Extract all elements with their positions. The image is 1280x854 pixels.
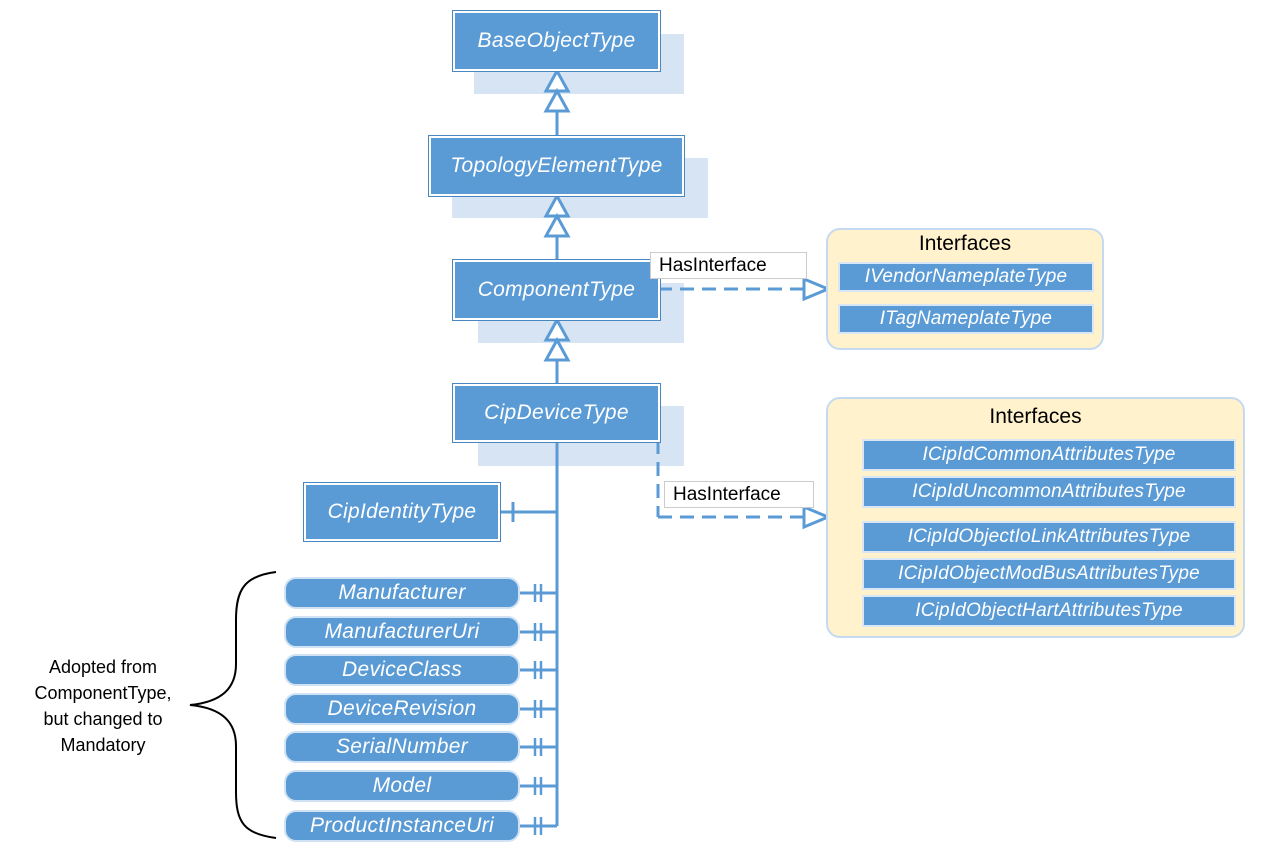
interface-icip-id-common-attributes-type[interactable]: ICipIdCommonAttributesType xyxy=(862,439,1236,471)
mandatory-note-line-1: Adopted from xyxy=(48,657,158,677)
mandatory-note-line-2: ComponentType, xyxy=(34,683,172,703)
interface-ivendor-nameplate-type[interactable]: IVendorNameplateType xyxy=(838,262,1094,292)
component-type-node[interactable]: ComponentType xyxy=(453,260,660,320)
topology-element-type-node[interactable]: TopologyElementType xyxy=(429,136,684,196)
interface-icip-id-object-hart-attributes-type[interactable]: ICipIdObjectHartAttributesType xyxy=(862,595,1236,627)
property-manufacturer-uri[interactable]: ManufacturerUri xyxy=(284,616,520,648)
interfaces-panel-bottom: Interfaces ICipIdCommonAttributesType IC… xyxy=(826,397,1245,638)
interfaces-panel-top-title: Interfaces xyxy=(918,232,1012,255)
property-serial-number[interactable]: SerialNumber xyxy=(284,731,520,763)
property-manufacturer[interactable]: Manufacturer xyxy=(284,577,520,609)
has-interface-label-bottom: HasInterface xyxy=(664,481,814,508)
mandatory-note: Adopted from ComponentType, but changed … xyxy=(18,654,188,758)
has-interface-label-top: HasInterface xyxy=(650,252,807,279)
cip-identity-type-node[interactable]: CipIdentityType xyxy=(304,483,500,541)
property-model[interactable]: Model xyxy=(284,770,520,802)
interfaces-panel-top: Interfaces IVendorNameplateType ITagName… xyxy=(826,228,1104,350)
interfaces-panel-bottom-title: Interfaces xyxy=(989,405,1082,428)
interface-icip-id-uncommon-attributes-type[interactable]: ICipIdUncommonAttributesType xyxy=(862,476,1236,508)
cip-device-type-node[interactable]: CipDeviceType xyxy=(453,384,660,442)
mandatory-note-line-4: Mandatory xyxy=(60,735,146,755)
interface-icip-id-object-mod-bus-attributes-type[interactable]: ICipIdObjectModBusAttributesType xyxy=(862,558,1236,590)
property-device-class[interactable]: DeviceClass xyxy=(284,654,520,686)
brace xyxy=(189,571,277,839)
base-object-type-node[interactable]: BaseObjectType xyxy=(453,11,660,71)
property-device-revision[interactable]: DeviceRevision xyxy=(284,693,520,725)
mandatory-note-line-3: but changed to xyxy=(43,709,163,729)
interface-icip-id-object-io-link-attributes-type[interactable]: ICipIdObjectIoLinkAttributesType xyxy=(862,521,1236,553)
interface-itag-nameplate-type[interactable]: ITagNameplateType xyxy=(838,304,1094,334)
property-product-instance-uri[interactable]: ProductInstanceUri xyxy=(284,810,520,842)
